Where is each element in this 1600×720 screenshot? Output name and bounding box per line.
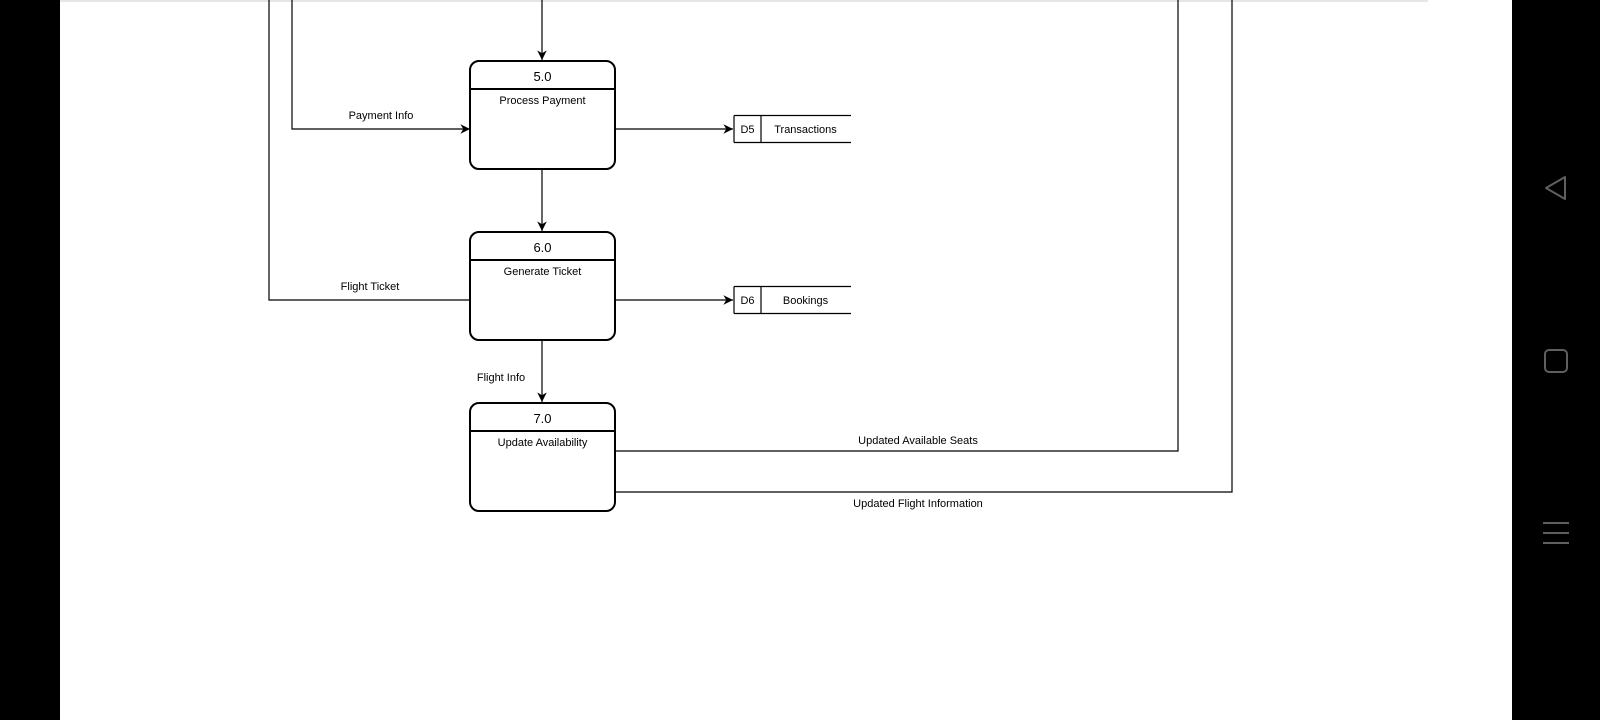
android-navigation-bar <box>1512 0 1600 720</box>
back-button[interactable] <box>1531 163 1581 213</box>
flow-label-payment-info: Payment Info <box>349 110 414 122</box>
flow-label-updated-flight-information: Updated Flight Information <box>853 498 983 510</box>
store-name: Transactions <box>774 124 837 136</box>
flow-line-payment-info <box>291 0 470 134</box>
process-name: Process Payment <box>499 95 585 107</box>
flow-label-updated-seats: Updated Available Seats <box>858 435 978 447</box>
home-icon <box>1544 349 1568 373</box>
back-icon <box>1545 176 1566 200</box>
home-button[interactable] <box>1531 336 1581 386</box>
flow-line-flight-ticket <box>268 0 470 301</box>
data-store-d5[interactable]: D5 Transactions <box>733 114 851 144</box>
process-number: 5.0 <box>533 69 551 84</box>
store-id: D6 <box>740 295 754 307</box>
flow-label-flight-ticket: Flight Ticket <box>341 281 400 293</box>
flow-lines <box>268 0 1233 493</box>
process-7[interactable]: 7.0 Update Availability <box>469 402 616 512</box>
flow-line-updated-seats <box>615 0 1179 452</box>
flow-label-flight-info: Flight Info <box>477 372 525 384</box>
process-name: Generate Ticket <box>504 266 582 278</box>
flow-line-updated-flight-information <box>615 0 1233 493</box>
recents-icon <box>1543 522 1569 544</box>
page-top-edge <box>60 0 1428 2</box>
store-id: D5 <box>740 124 754 136</box>
recents-button[interactable] <box>1531 508 1581 558</box>
data-store-d6[interactable]: D6 Bookings <box>733 285 851 315</box>
process-name: Update Availability <box>498 437 588 449</box>
document-page: 5.0 Process Payment 6.0 Generate Ticket … <box>60 0 1512 720</box>
process-5[interactable]: 5.0 Process Payment <box>469 60 616 170</box>
process-6[interactable]: 6.0 Generate Ticket <box>469 231 616 341</box>
data-flow-diagram: 5.0 Process Payment 6.0 Generate Ticket … <box>268 0 1233 512</box>
process-number: 7.0 <box>533 411 551 426</box>
store-name: Bookings <box>783 295 829 307</box>
process-number: 6.0 <box>533 240 551 255</box>
